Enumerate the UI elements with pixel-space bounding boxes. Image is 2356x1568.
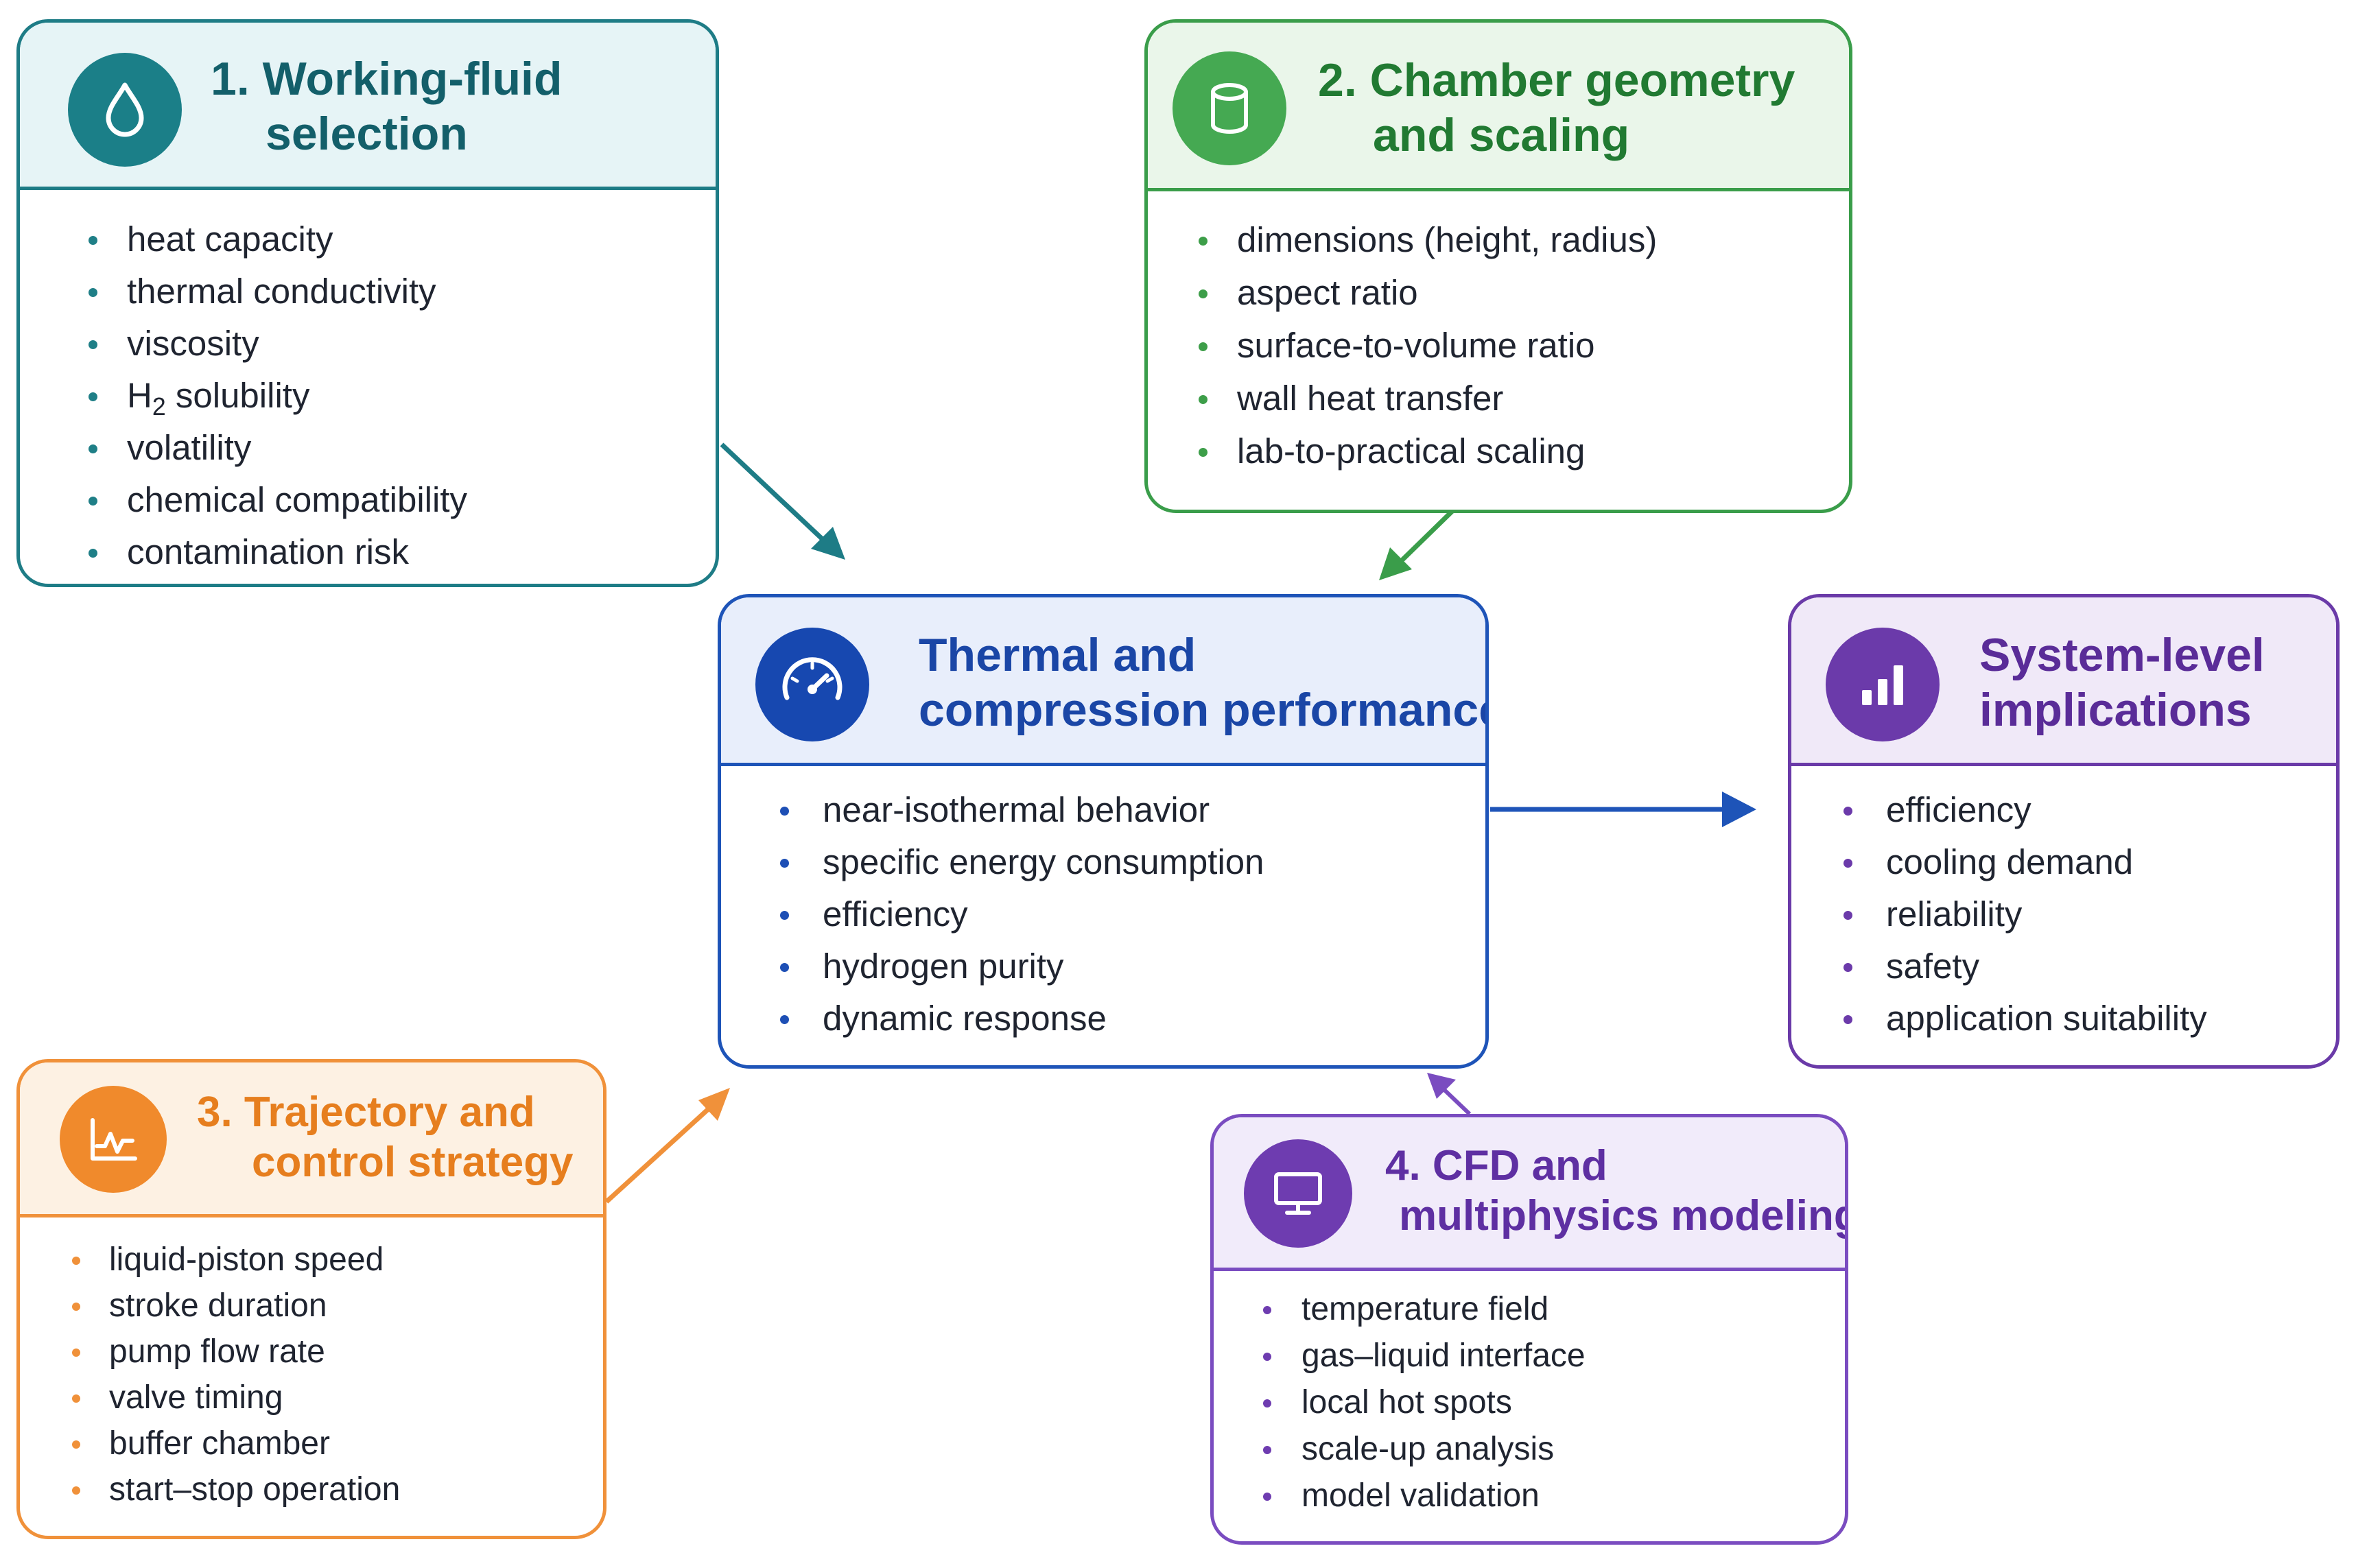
performance-box: Thermal and compression performance near… xyxy=(718,594,1489,1069)
trajectory-list: liquid-piston speed stroke duration pump… xyxy=(54,1237,400,1512)
system-level-list: efficiency cooling demand reliability sa… xyxy=(1826,784,2207,1045)
arrow-trajectory-to-performance-head xyxy=(698,1088,730,1121)
list-item: hydrogen purity xyxy=(762,940,1264,993)
list-item: reliability xyxy=(1826,888,2207,940)
list-item: contamination risk xyxy=(72,526,467,578)
arrow-trajectory-to-performance xyxy=(604,1102,716,1204)
chamber-geometry-list: dimensions (height, radius) aspect ratio… xyxy=(1182,213,1657,477)
bar-chart-icon xyxy=(1826,628,1940,741)
list-item: application suitability xyxy=(1826,993,2207,1045)
cylinder-icon xyxy=(1173,51,1286,165)
list-item: efficiency xyxy=(1826,784,2207,836)
list-item: cooling demand xyxy=(1826,836,2207,888)
list-item: volatility xyxy=(72,422,467,474)
list-item: dynamic response xyxy=(762,993,1264,1045)
arrow-cfd-to-performance-head xyxy=(1427,1073,1456,1099)
list-item: chemical compatibility xyxy=(72,474,467,526)
cfd-header: 4. CFD and multiphysics modeling xyxy=(1214,1117,1845,1271)
list-item: thermal conductivity xyxy=(72,265,467,318)
chamber-geometry-box: 2. Chamber geometry and scaling dimensio… xyxy=(1144,19,1852,513)
waveform-icon xyxy=(60,1086,167,1193)
trajectory-box: 3. Trajectory and control strategy liqui… xyxy=(16,1059,606,1539)
arrow-chamber-to-performance-head xyxy=(1379,547,1412,580)
list-item: stroke duration xyxy=(54,1283,400,1329)
list-item: specific energy consumption xyxy=(762,836,1264,888)
monitor-icon xyxy=(1244,1139,1352,1248)
list-item: near-isothermal behavior xyxy=(762,784,1264,836)
list-item: gas–liquid interface xyxy=(1247,1333,1586,1379)
list-item: safety xyxy=(1826,940,2207,993)
system-level-header: System-level implications xyxy=(1791,597,2336,766)
cfd-box: 4. CFD and multiphysics modeling tempera… xyxy=(1210,1114,1848,1545)
arrow-fluid-to-performance-head xyxy=(811,527,845,560)
cfd-list: temperature field gas–liquid interface l… xyxy=(1247,1286,1586,1519)
performance-header: Thermal and compression performance xyxy=(721,597,1485,766)
performance-title: Thermal and compression performance xyxy=(919,629,1489,737)
arrow-chamber-to-performance xyxy=(1395,508,1455,567)
working-fluid-box: 1. Working-fluid selection heat capacity… xyxy=(16,19,719,587)
list-item: viscosity xyxy=(72,318,467,370)
cfd-title: 4. CFD and multiphysics modeling xyxy=(1385,1142,1848,1240)
list-item: lab-to-practical scaling xyxy=(1182,425,1657,477)
trajectory-header: 3. Trajectory and control strategy xyxy=(20,1062,603,1217)
chamber-geometry-header: 2. Chamber geometry and scaling xyxy=(1148,23,1849,191)
list-item: valve timing xyxy=(54,1375,400,1421)
list-item: model validation xyxy=(1247,1473,1586,1519)
droplet-icon xyxy=(68,53,182,167)
performance-list: near-isothermal behavior specific energy… xyxy=(762,784,1264,1045)
chamber-geometry-title: 2. Chamber geometry and scaling xyxy=(1318,54,1795,162)
list-item: heat capacity xyxy=(72,213,467,265)
list-item: efficiency xyxy=(762,888,1264,940)
gauge-icon xyxy=(755,628,869,741)
list-item: dimensions (height, radius) xyxy=(1182,213,1657,266)
working-fluid-list: heat capacity thermal conductivity visco… xyxy=(72,213,467,578)
list-item: aspect ratio xyxy=(1182,266,1657,319)
arrow-fluid-to-performance xyxy=(720,442,839,555)
list-item: wall heat transfer xyxy=(1182,372,1657,425)
list-item: temperature field xyxy=(1247,1286,1586,1333)
working-fluid-header: 1. Working-fluid selection xyxy=(20,23,716,190)
list-item: surface-to-volume ratio xyxy=(1182,319,1657,372)
trajectory-title: 3. Trajectory and control strategy xyxy=(197,1089,574,1187)
list-item: H2 solubility xyxy=(72,370,467,422)
list-item: start–stop operation xyxy=(54,1466,400,1512)
list-item: liquid-piston speed xyxy=(54,1237,400,1283)
arrow-performance-to-system-head xyxy=(1722,792,1756,827)
working-fluid-title: 1. Working-fluid selection xyxy=(211,53,563,161)
list-item: scale-up analysis xyxy=(1247,1426,1586,1473)
list-item: local hot spots xyxy=(1247,1379,1586,1426)
list-item: buffer chamber xyxy=(54,1421,400,1466)
system-level-title: System-level implications xyxy=(1979,629,2265,737)
arrow-cfd-to-performance xyxy=(1439,1084,1472,1116)
system-level-box: System-level implications efficiency coo… xyxy=(1788,594,2340,1069)
list-item: pump flow rate xyxy=(54,1329,400,1375)
